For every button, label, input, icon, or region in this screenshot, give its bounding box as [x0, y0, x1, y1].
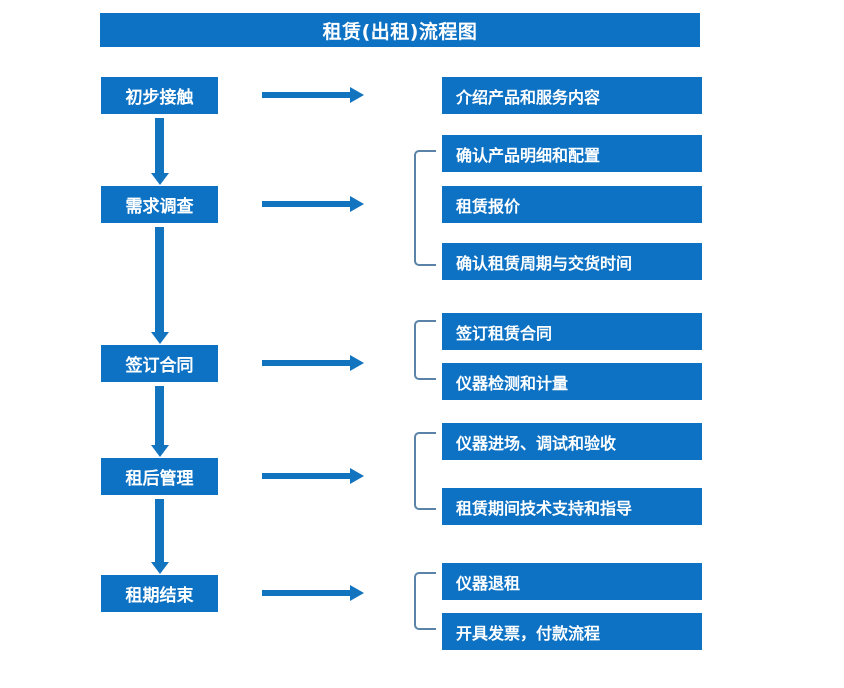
stage-box-2[interactable]: 需求调查	[101, 186, 218, 223]
detail-box-5-2[interactable]: 开具发票，付款流程	[442, 613, 702, 650]
detail-box-4-1[interactable]: 仪器进场、调试和验收	[442, 423, 702, 460]
page-title: 租赁(出租)流程图	[100, 13, 700, 47]
detail-box-3-2[interactable]: 仪器检测和计量	[442, 363, 702, 400]
group-bracket-4	[414, 432, 436, 510]
detail-arrow-right-4	[262, 473, 350, 479]
flow-arrow-down-2	[155, 227, 164, 333]
detail-arrow-right-2	[262, 201, 350, 207]
stage-box-1[interactable]: 初步接触	[101, 77, 218, 114]
detail-box-2-3[interactable]: 确认租赁周期与交货时间	[442, 243, 702, 280]
detail-arrow-right-1	[262, 92, 350, 98]
flow-arrow-down-3	[155, 386, 164, 446]
detail-box-2-2[interactable]: 租赁报价	[442, 186, 702, 223]
detail-box-2-1[interactable]: 确认产品明细和配置	[442, 135, 702, 172]
stage-box-5[interactable]: 租期结束	[101, 575, 218, 612]
detail-box-1-1[interactable]: 介绍产品和服务内容	[442, 77, 702, 114]
detail-box-4-2[interactable]: 租赁期间技术支持和指导	[442, 488, 702, 525]
detail-arrow-right-3	[262, 360, 350, 366]
flow-arrow-down-1	[155, 118, 164, 174]
group-bracket-2	[414, 150, 436, 266]
group-bracket-3	[414, 320, 436, 380]
flow-arrow-down-4	[155, 499, 164, 563]
stage-box-4[interactable]: 租后管理	[101, 458, 218, 495]
stage-box-3[interactable]: 签订合同	[101, 345, 218, 382]
detail-box-3-1[interactable]: 签订租赁合同	[442, 313, 702, 350]
detail-arrow-right-5	[262, 590, 350, 596]
group-bracket-5	[414, 572, 436, 630]
detail-box-5-1[interactable]: 仪器退租	[442, 563, 702, 600]
